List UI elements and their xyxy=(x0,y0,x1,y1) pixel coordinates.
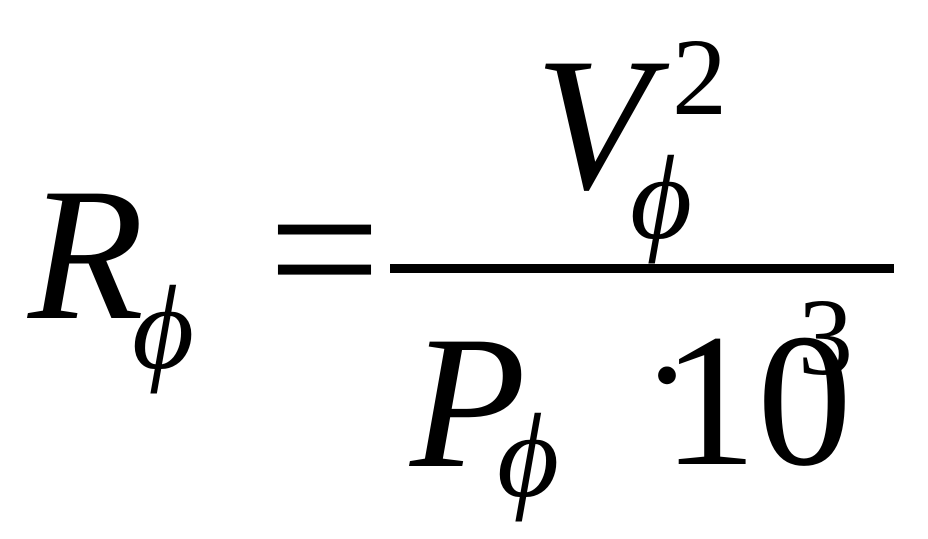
numerator-superscript: 2 xyxy=(672,16,727,138)
denominator-variable: P xyxy=(410,298,527,508)
denominator-exponent: 3 xyxy=(798,276,853,398)
lhs-subscript: ϕ xyxy=(132,261,195,394)
lhs-variable: R xyxy=(28,150,145,360)
denominator-base: 10 xyxy=(662,296,852,506)
numerator-subscript: ϕ xyxy=(630,131,693,264)
multiplication-dot: · xyxy=(642,292,692,458)
equals-sign: = xyxy=(268,139,381,360)
denominator-subscript: ϕ xyxy=(497,389,560,522)
fraction-bar xyxy=(390,264,894,273)
numerator-variable: V xyxy=(535,20,652,230)
